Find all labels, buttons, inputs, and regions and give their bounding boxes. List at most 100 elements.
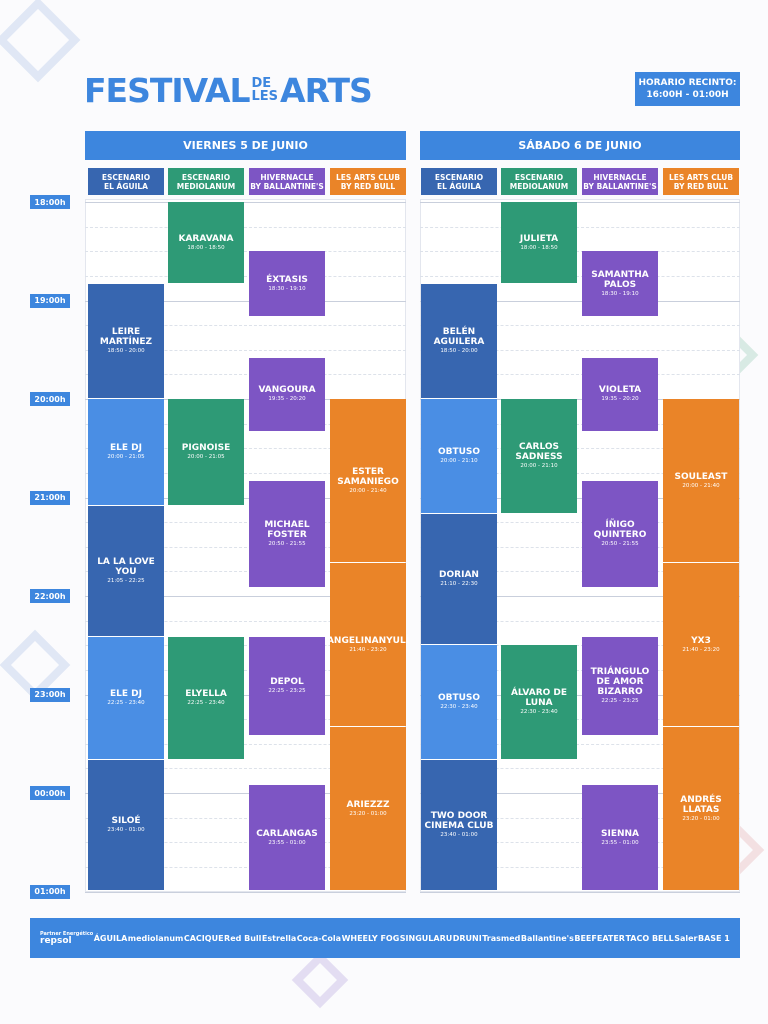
logo-word: ARTS	[280, 70, 373, 110]
grid-line	[85, 226, 406, 228]
artist-name: DORIAN	[439, 570, 479, 581]
sponsor-logo: Saler	[674, 933, 698, 943]
slot-time: 20:00 - 21:05	[107, 453, 145, 460]
slot-time: 20:00 - 21:10	[520, 462, 558, 469]
slot-time: 22:30 - 23:40	[440, 704, 478, 711]
grid-line	[85, 743, 406, 745]
grid-line	[420, 891, 740, 893]
grid-line	[420, 497, 740, 499]
stage-name-line: ESCENARIO	[514, 172, 564, 182]
slot-time: 21:40 - 23:20	[682, 646, 720, 653]
sponsor-logo: WHEELY FOG	[341, 933, 400, 943]
grid-line	[85, 399, 406, 400]
grid-line	[85, 275, 406, 277]
sponsor-logo: Estrella	[261, 933, 297, 943]
time-label: 19:00h	[30, 293, 70, 308]
grid-line	[420, 571, 740, 573]
festival-logo: FESTIVAL DE LES ARTS	[84, 70, 373, 110]
slot-time: 20:00 - 21:10	[440, 457, 478, 464]
slot-time: 23:55 - 01:00	[601, 839, 639, 846]
slot-time: 23:40 - 01:00	[440, 832, 478, 839]
stage-name-line: HIVERNACLE	[593, 172, 647, 182]
sponsor-logo: Red Bull	[224, 933, 262, 943]
hours-label: HORARIO RECINTO:	[638, 78, 737, 88]
sponsor-logo: repsol	[40, 936, 72, 946]
sponsor-logo: TACO BELL	[625, 933, 674, 943]
partner-label: Partner Energético	[40, 931, 94, 937]
grid-line	[420, 275, 740, 277]
grid-line	[420, 817, 740, 819]
artist-name: VIOLETA	[598, 385, 642, 396]
stage-name-line: HIVERNACLE	[260, 172, 314, 182]
grid-line	[420, 743, 740, 745]
artist-name: ARIEZZZ	[346, 799, 390, 810]
grid-line	[420, 768, 740, 770]
decorative-pattern	[0, 0, 81, 83]
grid-line	[420, 423, 740, 425]
slot-time: 20:50 - 21:55	[268, 540, 306, 547]
grid-line	[420, 719, 740, 721]
stage-name-line: BY BALLANTINE'S	[250, 181, 324, 191]
slot-time: 20:00 - 21:05	[187, 453, 225, 460]
slot-time: 19:35 - 20:20	[268, 396, 306, 403]
grid-line	[420, 325, 740, 327]
slot-time: 20:00 - 21:40	[682, 482, 720, 489]
slot-time: 21:05 - 22:25	[107, 577, 145, 584]
stage-name-line: EL ÁGUILA	[104, 181, 148, 191]
day-header-saturday: SÁBADO 6 DE JUNIO	[420, 131, 740, 160]
grid-line	[420, 866, 740, 868]
sponsor-logo: DRUNI	[452, 933, 482, 943]
artist-name: PIGNOISE	[181, 442, 231, 453]
slot-time: 22:25 - 23:25	[268, 687, 306, 694]
hours-value: 16:00H - 01:00H	[646, 90, 729, 100]
stage-name-line: ESCENARIO	[434, 172, 484, 182]
artist-name: KARAVANA	[178, 233, 234, 244]
stage-name-line: BY RED BULL	[673, 181, 729, 191]
artist-name: SIENNA	[600, 828, 639, 839]
stage-name-line: LES ARTS CLUB	[668, 172, 734, 182]
grid-line	[420, 349, 740, 351]
stage-name-line: ESCENARIO	[101, 172, 151, 182]
artist-name: CARLANGAS	[256, 828, 318, 839]
day-title: SÁBADO 6 DE JUNIO	[518, 139, 642, 152]
grid-line	[420, 374, 740, 376]
grid-line	[420, 226, 740, 228]
artist-name: ESTER SAMANIEGO	[337, 466, 399, 487]
grid-line	[420, 448, 740, 450]
artist-name: TWO DOOR CINEMA CLUB	[424, 811, 494, 832]
grid-line	[85, 300, 406, 302]
grid-line	[420, 694, 740, 696]
artist-name: ELE DJ	[110, 689, 142, 700]
stage-name-line: LES ARTS CLUB	[335, 172, 401, 182]
slot-time: 22:25 - 23:40	[107, 700, 145, 707]
slot-time: 18:50 - 20:00	[107, 348, 145, 355]
slot-time: 18:30 - 19:10	[268, 285, 306, 292]
grid-line	[85, 571, 406, 573]
grid-line	[85, 645, 406, 647]
time-label: 22:00h	[30, 589, 70, 603]
sponsor-logo: BEEFEATER	[574, 933, 625, 943]
grid-line	[420, 399, 740, 400]
sponsor-logo: CACIQUE	[183, 933, 224, 943]
grid-line	[420, 300, 740, 302]
artist-name: JULIETA	[519, 233, 559, 244]
grid-line	[85, 374, 406, 376]
artist-name: OBTUSO	[437, 446, 481, 457]
grid-line	[420, 620, 740, 622]
stage-name-line: MEDIOLANUM	[176, 181, 236, 191]
